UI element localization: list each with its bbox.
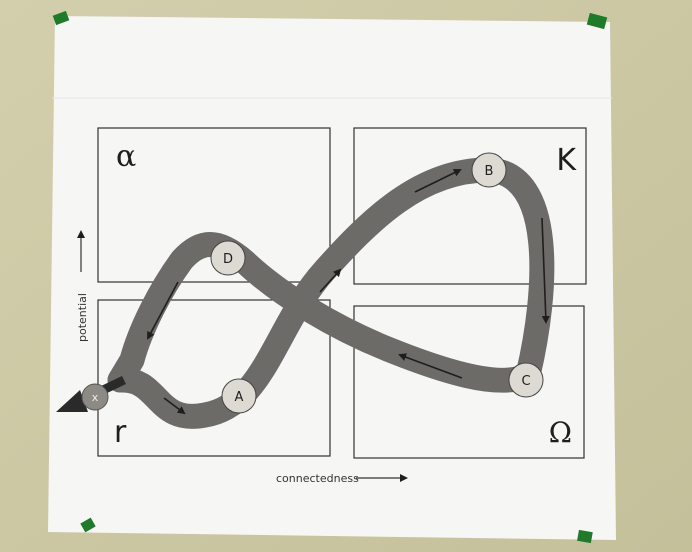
y-axis-label: potential bbox=[76, 293, 89, 342]
node-b-label: B bbox=[485, 164, 494, 179]
node-x-label: x bbox=[92, 391, 99, 404]
quadrant-k-label: K bbox=[556, 143, 577, 178]
quadrant-alpha-label: α bbox=[116, 139, 136, 174]
node-c-label: C bbox=[521, 374, 530, 389]
node-a-label: A bbox=[235, 390, 244, 405]
quadrant-r-label: r bbox=[114, 415, 127, 450]
quadrant-omega-label: Ω bbox=[549, 416, 572, 449]
node-d-label: D bbox=[223, 252, 233, 267]
x-axis-label: connectedness bbox=[276, 472, 359, 485]
